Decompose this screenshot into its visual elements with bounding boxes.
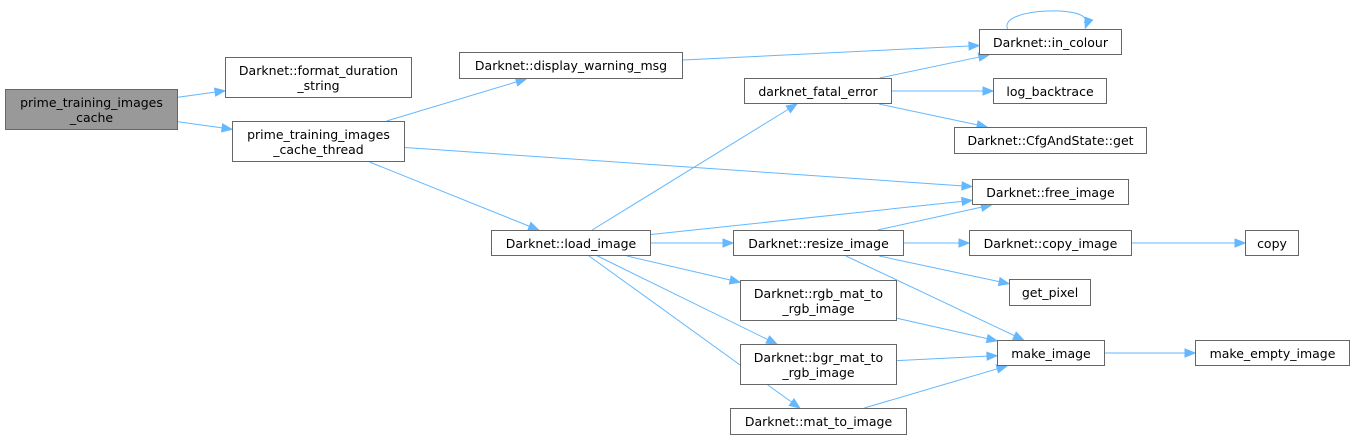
edge-load_image-to-fatal_error-arrowhead	[785, 103, 799, 114]
edge-in_colour-to-in_colour	[1006, 10, 1086, 30]
node-rgb-mat-to-rgb-image[interactable]: Darknet::rgb_mat_to _rgb_image	[740, 280, 897, 321]
edge-root-to-cache_thread	[177, 121, 223, 129]
node-label: Darknet::in_colour	[993, 34, 1108, 50]
edge-mat_to_image-to-make_image-arrowhead	[995, 364, 1009, 374]
node-prime-training-images-cache-thread[interactable]: prime_training_images _cache_thread	[232, 121, 405, 162]
node-copy-image[interactable]: Darknet::copy_image	[969, 230, 1132, 256]
edge-copy_image-to-copy-arrowhead	[1234, 238, 1247, 248]
edge-load_image-to-free_image-arrowhead	[961, 196, 974, 207]
edge-resize_image-to-get_pixel	[879, 255, 1000, 283]
edge-load_image-to-bgr_mat-arrowhead	[765, 335, 778, 345]
node-prime-training-images-cache[interactable]: prime_training_images _cache	[5, 89, 178, 130]
node-make-image[interactable]: make_image	[997, 340, 1105, 366]
edge-cache_thread-to-free_image-arrowhead	[961, 181, 974, 191]
node-label: make_image	[1011, 345, 1091, 361]
node-mat-to-image[interactable]: Darknet::mat_to_image	[730, 408, 907, 435]
edge-cache_thread-to-display_warning-arrowhead	[514, 77, 528, 87]
node-label: prime_training_images	[20, 94, 163, 110]
node-copy[interactable]: copy	[1245, 230, 1299, 256]
edge-resize_image-to-make_image-arrowhead	[1012, 331, 1025, 341]
edge-load_image-to-free_image	[650, 200, 963, 235]
node-label: copy	[1257, 235, 1287, 251]
node-label: Darknet::copy_image	[983, 235, 1118, 251]
node-label: Darknet::free_image	[986, 184, 1115, 200]
node-label: _cache_thread	[273, 141, 364, 157]
node-label: prime_training_images	[247, 126, 390, 142]
node-label: get_pixel	[1021, 285, 1079, 300]
edge-root-to-format_duration-arrowhead	[213, 87, 227, 97]
node-label: make_empty_image	[1209, 345, 1336, 361]
edge-cache_thread-to-load_image	[369, 161, 530, 227]
edge-display_warning-to-in_colour	[682, 45, 970, 61]
node-label: _rgb_image	[782, 364, 855, 380]
edge-resize_image-to-get_pixel-arrowhead	[997, 276, 1011, 287]
edge-make_image-to-make_empty_image-arrowhead	[1184, 348, 1197, 358]
edge-cache_thread-to-load_image-arrowhead	[527, 221, 540, 231]
node-bgr-mat-to-rgb-image[interactable]: Darknet::bgr_mat_to _rgb_image	[740, 344, 897, 385]
node-make-empty-image[interactable]: make_empty_image	[1195, 340, 1350, 366]
node-label: Darknet::format_duration	[238, 62, 399, 78]
edge-bgr_mat-to-make_image	[896, 355, 988, 362]
edge-rgb_mat-to-make_image-arrowhead	[985, 333, 999, 344]
edge-bgr_mat-to-make_image-arrowhead	[986, 351, 999, 361]
node-log-backtrace[interactable]: log_backtrace	[993, 78, 1107, 104]
edge-resize_image-to-free_image	[877, 206, 982, 231]
edge-resize_image-to-make_image	[845, 255, 1015, 337]
edge-cache_thread-to-display_warning	[386, 81, 517, 122]
node-darknet-fatal-error[interactable]: darknet_fatal_error	[744, 78, 892, 104]
edge-fatal_error-to-cfg_get	[878, 103, 978, 126]
node-free-image[interactable]: Darknet::free_image	[972, 179, 1129, 205]
node-label: Darknet::mat_to_image	[744, 414, 893, 429]
node-display-warning-msg[interactable]: Darknet::display_warning_msg	[459, 52, 683, 79]
node-label: Darknet::resize_image	[748, 235, 889, 251]
edge-in_colour-to-in_colour-arrowhead	[1084, 16, 1094, 30]
edge-root-to-cache_thread-arrowhead	[220, 123, 234, 133]
edge-mat_to_image-to-make_image	[864, 368, 998, 409]
node-label: _string	[297, 77, 340, 93]
edge-load_image-to-mat_to_image-arrowhead	[788, 398, 801, 409]
edge-root-to-format_duration	[177, 91, 216, 98]
edge-fatal_error-to-in_colour	[879, 56, 980, 79]
edge-load_image-to-rgb_mat-arrowhead	[728, 275, 742, 285]
node-get-pixel[interactable]: get_pixel	[1009, 279, 1091, 306]
edge-load_image-to-fatal_error	[591, 108, 789, 231]
node-label: _rgb_image	[782, 300, 855, 316]
node-label: darknet_fatal_error	[758, 83, 878, 99]
node-label: Darknet::load_image	[505, 235, 637, 251]
edge-display_warning-to-in_colour-arrowhead	[968, 41, 981, 51]
edge-load_image-to-bgr_mat	[597, 255, 768, 341]
edge-load_image-to-rgb_mat	[626, 255, 731, 281]
node-resize-image[interactable]: Darknet::resize_image	[733, 230, 904, 256]
edge-load_image-to-resize_image-arrowhead	[722, 238, 735, 248]
node-label: Darknet::bgr_mat_to	[753, 349, 884, 365]
node-format-duration-string[interactable]: Darknet::format_duration _string	[225, 57, 412, 98]
node-in-colour[interactable]: Darknet::in_colour	[979, 29, 1122, 55]
edge-rgb_mat-to-make_image	[896, 317, 988, 340]
node-label: Darknet::display_warning_msg	[474, 58, 668, 73]
edge-cache_thread-to-free_image	[404, 146, 963, 187]
edge-fatal_error-to-log_backtrace-arrowhead	[982, 86, 995, 96]
node-label: Darknet::CfgAndState::get	[967, 133, 1134, 148]
node-load-image[interactable]: Darknet::load_image	[491, 230, 651, 256]
edge-resize_image-to-copy_image-arrowhead	[958, 238, 971, 248]
node-label: log_backtrace	[1006, 83, 1094, 99]
node-label: Darknet::rgb_mat_to	[753, 285, 884, 301]
node-cfg-and-state-get[interactable]: Darknet::CfgAndState::get	[954, 127, 1147, 154]
node-label: _cache	[69, 109, 114, 125]
